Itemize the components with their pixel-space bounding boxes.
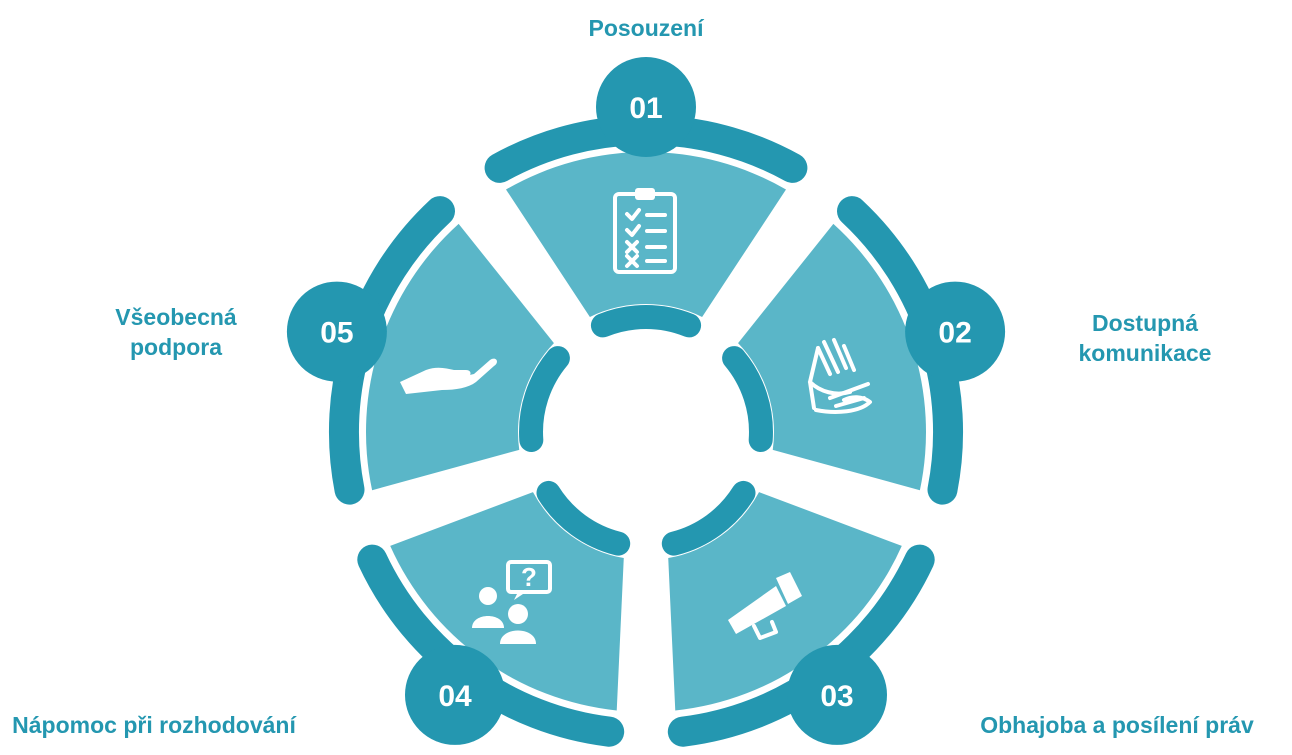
step-label-text: Nápomoc při rozhodování bbox=[12, 712, 296, 738]
inner-band-01 bbox=[590, 305, 702, 338]
clipboard-checklist-icon bbox=[613, 188, 677, 274]
ring-segment-01 bbox=[506, 152, 786, 317]
open-hand-icon bbox=[400, 358, 497, 394]
step-badge-01: 01 bbox=[596, 57, 696, 157]
badge-circle bbox=[405, 644, 505, 745]
badge-number: 05 bbox=[320, 317, 353, 350]
step-badge-02: 02 bbox=[905, 281, 1006, 382]
sign-language-hands-icon bbox=[808, 338, 872, 414]
badge-circle bbox=[787, 644, 887, 745]
inner-band-05 bbox=[519, 346, 570, 452]
inner-band-02 bbox=[722, 346, 773, 452]
badge-number: 03 bbox=[820, 680, 853, 713]
megaphone-icon bbox=[728, 572, 802, 640]
step-label-text: Posouzení bbox=[588, 15, 704, 41]
step-label-line: Dostupná bbox=[1091, 310, 1199, 336]
step-label-line: Všeobecná bbox=[115, 304, 237, 330]
badge-number: 04 bbox=[438, 680, 472, 713]
badge-circle bbox=[286, 281, 387, 382]
step-label-text: Obhajoba a posílení práv bbox=[980, 712, 1254, 738]
badge-number: 01 bbox=[629, 92, 662, 125]
step-label-obhajoba: Obhajoba a posílení práv bbox=[952, 710, 1282, 740]
badge-circle bbox=[905, 281, 1006, 382]
step-badge-03: 03 bbox=[787, 644, 887, 745]
svg-text:?: ? bbox=[521, 562, 537, 592]
step-label-line: komunikace bbox=[1078, 340, 1212, 366]
step-label-dostupna-komunikace: Dostupná komunikace bbox=[1045, 308, 1245, 368]
ring-segment-05 bbox=[366, 223, 554, 491]
ring-segment-03 bbox=[668, 492, 902, 711]
step-badge-05: 05 bbox=[286, 281, 387, 382]
inner-band-03 bbox=[661, 480, 756, 556]
step-label-napomoc: Nápomoc při rozhodování bbox=[4, 710, 304, 740]
step-label-line: podpora bbox=[130, 334, 222, 360]
step-badge-04: 04 bbox=[405, 644, 505, 745]
badge-number: 02 bbox=[938, 317, 971, 350]
inner-band-04 bbox=[536, 480, 631, 556]
step-label-posouzeni: Posouzení bbox=[546, 13, 746, 43]
step-label-vseobecna-podpora: Všeobecná podpora bbox=[76, 302, 276, 362]
people-question-icon: ? bbox=[472, 560, 552, 644]
ring-segment-04 bbox=[390, 492, 624, 711]
badge-circle bbox=[596, 57, 696, 157]
